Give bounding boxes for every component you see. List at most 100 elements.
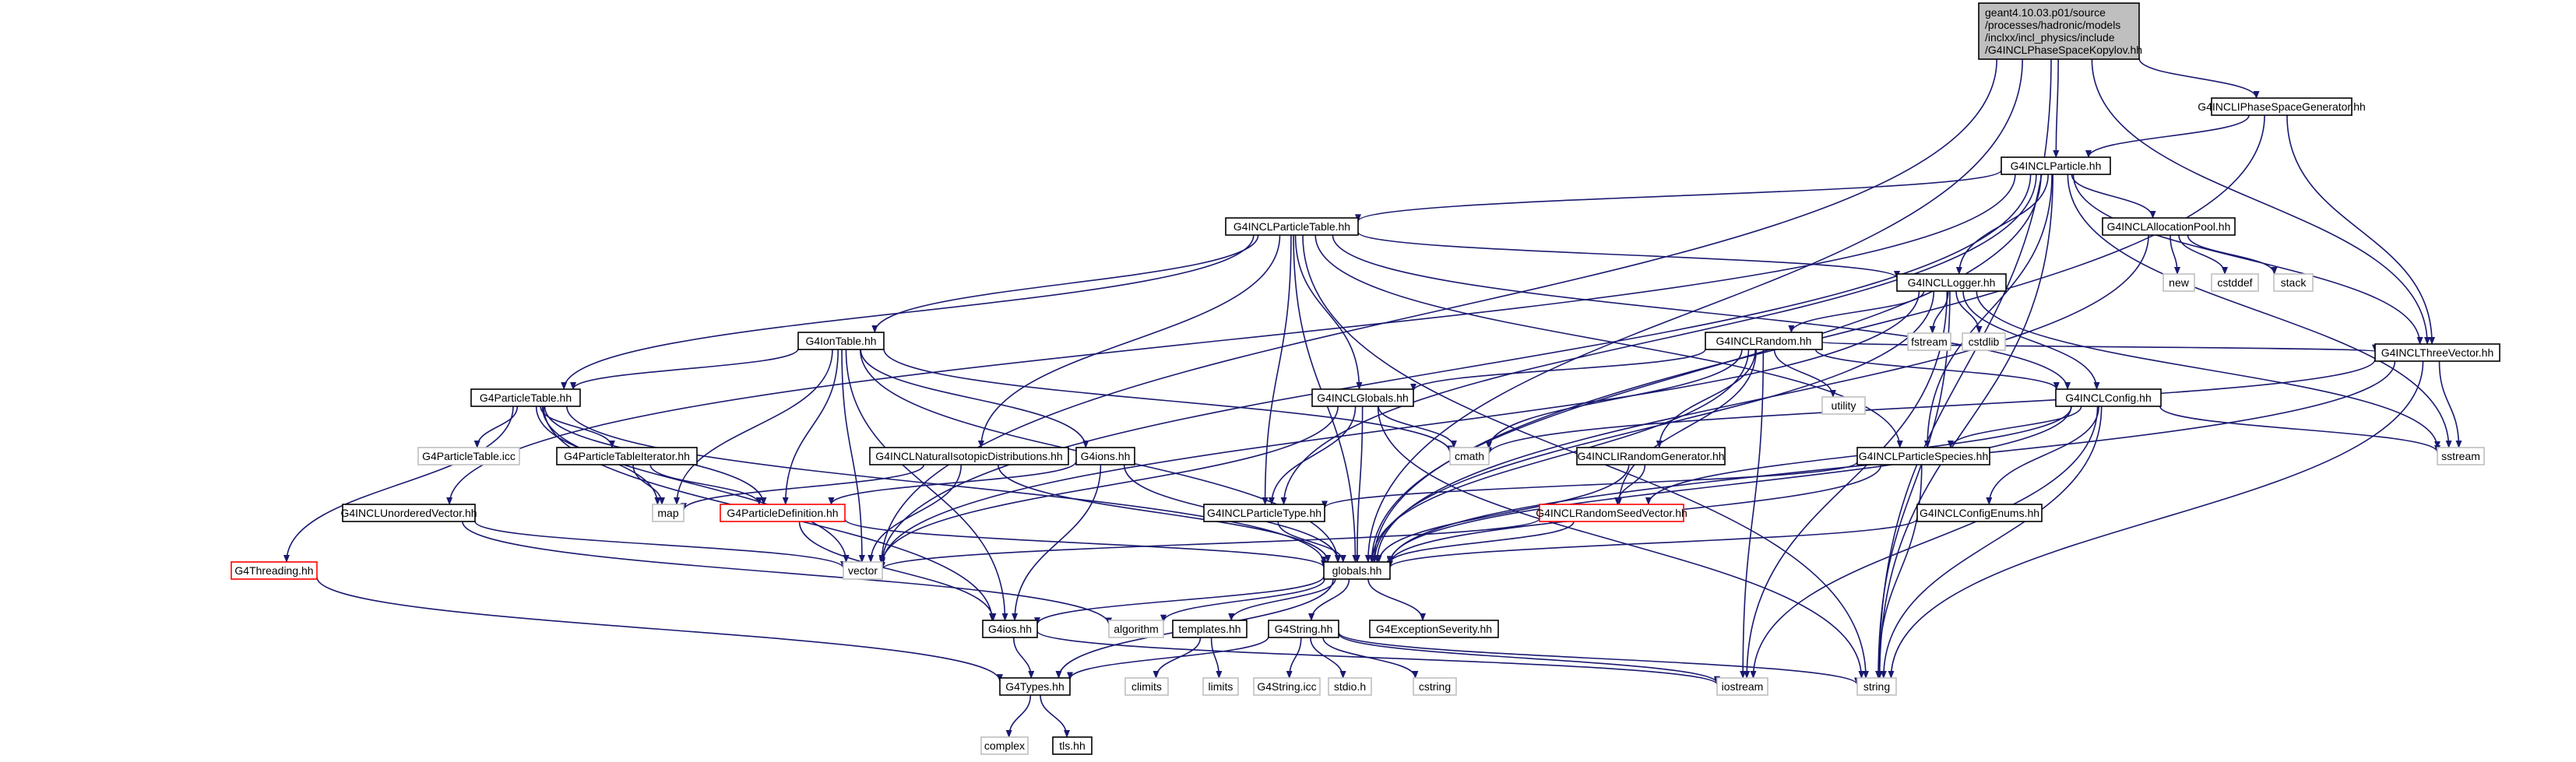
node-label-fstream: fstream	[1911, 335, 1948, 348]
edge-root-to-globals	[1364, 58, 2023, 563]
node-config[interactable]: G4INCLConfig.hh	[2055, 388, 2162, 407]
node-label-globals: globals.hh	[1332, 564, 1382, 577]
edge-particle-to-unordvec	[446, 174, 2016, 505]
edge-logger-to-sstream	[1976, 290, 2441, 449]
node-box-complex	[980, 736, 1029, 755]
edge-ptableiter-to-map	[632, 464, 666, 505]
node-box-particle	[2001, 156, 2111, 175]
edge-random-to-seedvec	[1616, 349, 1758, 505]
node-complex: complex	[980, 736, 1029, 755]
edge-ptable-to-iontable	[871, 234, 1259, 333]
edge-g4ptable-to-vector	[541, 406, 850, 563]
edge-ions-to-g4ios	[1012, 464, 1102, 621]
node-random[interactable]: G4INCLRandom.hh	[1705, 332, 1823, 350]
edge-config-to-sstream	[2159, 406, 2441, 454]
node-cstddef: cstddef	[2211, 273, 2259, 292]
node-label-g4string: G4String.hh	[1275, 623, 1333, 635]
edge-globals_incl-to-string	[1377, 406, 1865, 679]
node-label-ptype: G4INCLParticleType.hh	[1207, 507, 1321, 519]
node-box-map	[652, 504, 684, 522]
node-allocpool[interactable]: G4INCLAllocationPool.hh	[2102, 217, 2236, 236]
edge-pdef-to-g4ios	[798, 521, 997, 621]
node-iontable[interactable]: G4IonTable.hh	[797, 332, 885, 350]
edge-natiso-to-globals	[997, 464, 1332, 563]
node-exsev[interactable]: G4ExceptionSeverity.hh	[1369, 620, 1499, 638]
node-label-algorithm: algorithm	[1114, 623, 1159, 635]
node-box-cmath	[1449, 447, 1490, 465]
edge-logger-to-config	[1962, 290, 2100, 390]
node-box-threading	[231, 561, 318, 580]
nodes-layer: geant4.10.03.p01/source/processes/hadron…	[231, 2, 2500, 755]
node-particle[interactable]: G4INCLParticle.hh	[2001, 156, 2111, 175]
node-configenums[interactable]: G4INCLConfigEnums.hh	[1916, 504, 2043, 522]
node-label-exsev: G4ExceptionSeverity.hh	[1376, 623, 1492, 635]
node-label-unordvec: G4INCLUnorderedVector.hh	[340, 507, 477, 519]
node-box-stdio	[1328, 677, 1372, 696]
node-tls[interactable]: tls.hh	[1052, 736, 1093, 755]
node-natiso[interactable]: G4INCLNaturalIsotopicDistributions.hh	[869, 447, 1069, 465]
node-g4ios[interactable]: G4ios.hh	[982, 620, 1038, 638]
node-globals_incl[interactable]: G4INCLGlobals.hh	[1311, 388, 1414, 407]
node-label-string: string	[1863, 680, 1890, 693]
node-box-templates	[1172, 620, 1248, 638]
edge-rngen-to-seedvec	[1614, 464, 1646, 505]
node-logger[interactable]: G4INCLLogger.hh	[1896, 273, 2007, 292]
node-new: new	[2163, 273, 2195, 292]
edge-ptable-to-globals_incl	[1294, 234, 1363, 390]
node-label-cmath: cmath	[1455, 450, 1484, 462]
node-unordvec[interactable]: G4INCLUnorderedVector.hh	[340, 504, 477, 522]
node-g4types[interactable]: G4Types.hh	[999, 677, 1071, 696]
node-box-iontable	[797, 332, 885, 350]
node-label-g4ptable: G4ParticleTable.hh	[480, 392, 572, 404]
node-g4ptable[interactable]: G4ParticleTable.hh	[470, 388, 581, 407]
edge-globals-to-algorithm	[1160, 578, 1325, 623]
node-box-fstream	[1907, 332, 1951, 351]
edge-logger-to-cstdlib	[1955, 290, 1983, 334]
node-pdef[interactable]: G4ParticleDefinition.hh	[720, 504, 846, 522]
edge-iontable-to-ions	[860, 349, 1089, 448]
edge-iontable-to-pdef	[782, 349, 839, 505]
node-label-templates: templates.hh	[1178, 623, 1240, 635]
edge-g4string-to-stdio	[1310, 637, 1346, 679]
edge-iontable-to-vector	[841, 349, 865, 563]
node-vector: vector	[843, 561, 883, 580]
node-box-cstddef	[2211, 273, 2259, 292]
edge-seedvec-to-globals	[1387, 521, 1575, 564]
node-ptable[interactable]: G4INCLParticleTable.hh	[1225, 217, 1359, 236]
node-label-ptableicc: G4ParticleTable.icc	[422, 450, 516, 462]
node-box-pdef	[720, 504, 846, 522]
node-ptype[interactable]: G4INCLParticleType.hh	[1203, 504, 1325, 522]
node-box-tls	[1052, 736, 1093, 755]
edge-templates-to-limits	[1210, 637, 1223, 679]
node-label-g4types: G4Types.hh	[1005, 680, 1065, 693]
node-label-particle: G4INCLParticle.hh	[2011, 160, 2102, 172]
edge-globals-to-g4string	[1308, 578, 1350, 621]
node-box-seedvec	[1539, 504, 1684, 522]
edge-allocpool-to-new	[2170, 234, 2181, 275]
node-box-exsev	[1369, 620, 1499, 638]
node-threevec[interactable]: G4INCLThreeVector.hh	[2374, 343, 2500, 362]
node-ptableiter[interactable]: G4ParticleTableIterator.hh	[556, 447, 698, 465]
node-box-threevec	[2374, 343, 2500, 362]
edge-globals-to-g4ios	[1034, 575, 1325, 626]
node-threading[interactable]: G4Threading.hh	[231, 561, 318, 580]
node-psgen[interactable]: G4INCLIPhaseSpaceGenerator.hh	[2198, 97, 2366, 116]
node-seedvec[interactable]: G4INCLRandomSeedVector.hh	[1536, 504, 1687, 522]
edge-globals_incl-to-ptype	[1268, 406, 1357, 505]
edge-random-to-rngen	[1656, 349, 1757, 448]
node-map: map	[652, 504, 684, 522]
node-templates[interactable]: templates.hh	[1172, 620, 1248, 638]
node-root[interactable]: geant4.10.03.p01/source/processes/hadron…	[1978, 2, 2142, 60]
edge-particle-to-globals	[1368, 174, 2042, 563]
node-species[interactable]: G4INCLParticleSpecies.hh	[1856, 447, 1990, 465]
edge-logger-to-string	[1875, 290, 1951, 679]
edge-config-to-species	[1947, 406, 2082, 448]
node-g4string[interactable]: G4String.hh	[1268, 620, 1339, 638]
edge-g4ios-to-g4types	[1012, 637, 1035, 679]
edge-ptable-to-ptype	[1262, 234, 1292, 505]
edge-ptable-to-natiso	[977, 234, 1281, 448]
node-rngen[interactable]: G4INCLIRandomGenerator.hh	[1576, 447, 1726, 465]
node-ions[interactable]: G4ions.hh	[1075, 447, 1135, 465]
node-box-random	[1705, 332, 1823, 350]
node-globals[interactable]: globals.hh	[1323, 561, 1391, 580]
